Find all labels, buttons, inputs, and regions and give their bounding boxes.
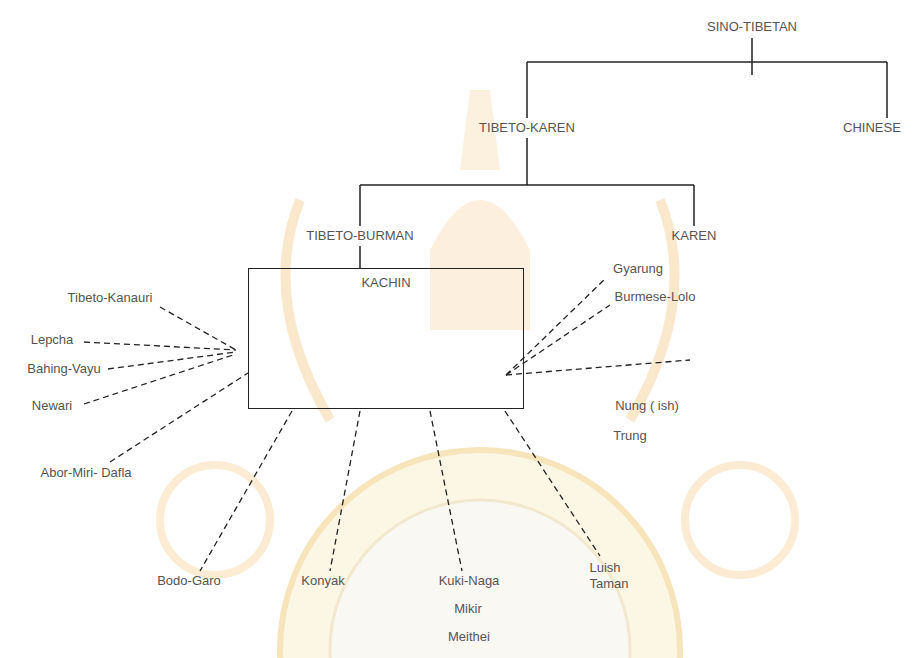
- language-label: Abor-Miri- Dafla: [40, 465, 131, 481]
- language-label: CHINESE: [843, 120, 901, 136]
- language-label: TIBETO-BURMAN: [306, 228, 413, 244]
- language-label: Newari: [32, 398, 72, 414]
- language-label: Taman: [589, 576, 628, 592]
- language-label: TIBETO-KAREN: [479, 120, 575, 136]
- language-label: SINO-TIBETAN: [707, 19, 797, 35]
- language-label: Konyak: [301, 573, 344, 589]
- group-box: KACHIN: [248, 268, 524, 409]
- language-label: KAREN: [672, 228, 717, 244]
- language-label: Bodo-Garo: [157, 573, 221, 589]
- language-label: Trung: [613, 428, 646, 444]
- language-label: Mikir: [454, 601, 481, 617]
- language-label: Burmese-Lolo: [615, 289, 696, 305]
- language-label: Tibeto-Kanauri: [68, 290, 153, 306]
- language-label: Nung ( ish): [615, 398, 679, 414]
- language-label: Luish: [589, 560, 620, 576]
- language-label: Lepcha: [31, 332, 74, 348]
- language-label: Meithei: [448, 629, 490, 645]
- group-name: KACHIN: [249, 269, 523, 291]
- language-label: Gyarung: [613, 261, 663, 277]
- language-label: Kuki-Naga: [439, 573, 500, 589]
- language-label: Bahing-Vayu: [27, 361, 100, 377]
